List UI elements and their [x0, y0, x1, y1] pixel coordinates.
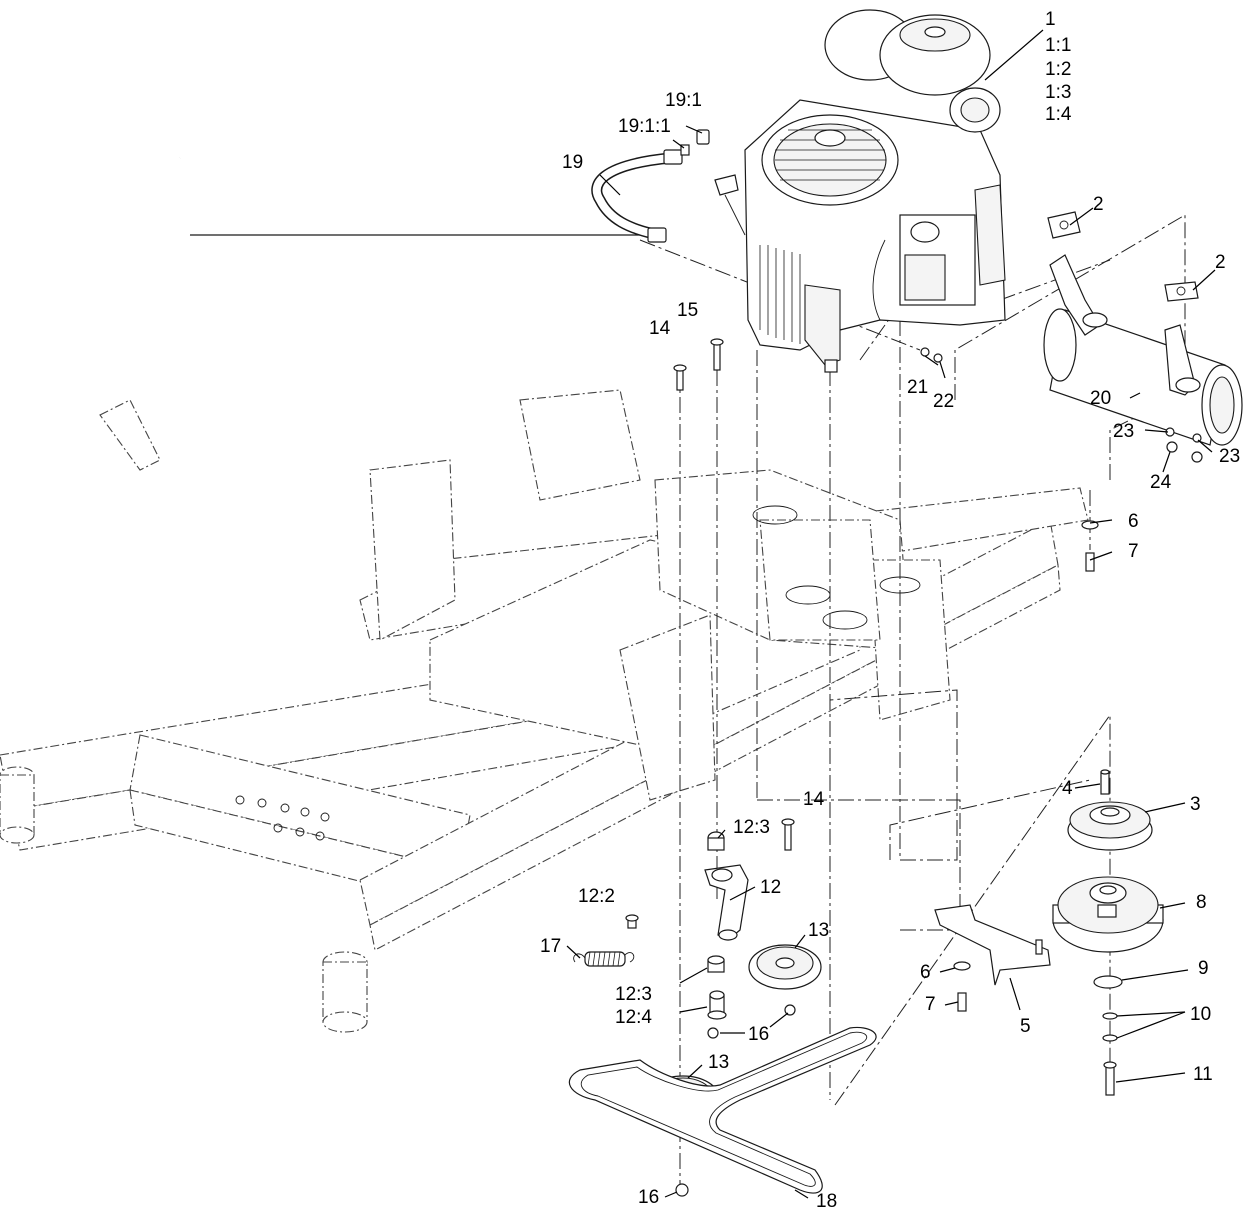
callouts: 1 1:1 1:2 1:3 1:4 2 2 3 4 5 6 6 7 7 8 9 …: [540, 9, 1240, 1212]
callout-8: 8: [1196, 892, 1207, 913]
callout-15: 15: [677, 300, 698, 321]
callout-19-1-1: 19:1:1: [618, 116, 671, 137]
callout-18: 18: [816, 1191, 837, 1212]
callout-9: 9: [1198, 958, 1209, 979]
callout-3: 3: [1190, 794, 1201, 815]
callout-7-top: 7: [1128, 541, 1139, 562]
callout-1-2: 1:2: [1045, 59, 1071, 80]
callout-24: 24: [1150, 472, 1172, 493]
clutch-hardware: [1093, 975, 1123, 1096]
fuel-hose: [124, 154, 650, 239]
callout-19-1: 19:1: [665, 90, 702, 111]
callout-12-3-top: 12:3: [733, 817, 770, 838]
engine: [714, 9, 1006, 373]
callout-12-4: 12:4: [615, 1007, 652, 1028]
callout-16-mid: 16: [748, 1024, 769, 1045]
hardware-washers: [920, 347, 1203, 1012]
exhaust-gasket-left: [1047, 211, 1081, 239]
callout-16-bottom: 16: [638, 1187, 659, 1208]
callout-4: 4: [1062, 778, 1073, 799]
callout-12-3-bottom: 12:3: [615, 984, 652, 1005]
callout-10: 10: [1190, 1004, 1211, 1025]
callout-13-bottom: 13: [708, 1052, 729, 1073]
callout-14-bottom: 14: [803, 789, 825, 810]
callout-1-4: 1:4: [1045, 104, 1072, 125]
callout-12-2: 12:2: [578, 886, 615, 907]
clutch-bracket: [934, 904, 1051, 986]
leader-lines: [566, 29, 1216, 1199]
callout-11: 11: [1193, 1064, 1213, 1085]
caster-tube-right: [322, 951, 368, 1033]
callout-6-top: 6: [1128, 511, 1139, 532]
exhaust-gasket-right: [1164, 281, 1199, 302]
electric-clutch: [1052, 876, 1164, 953]
idler-pulley-upper: [748, 944, 822, 990]
fuel-hose-shape: [591, 129, 710, 243]
bolts-top: [673, 338, 795, 851]
callout-7-bottom: 7: [925, 994, 936, 1015]
callout-22: 22: [933, 391, 954, 412]
chassis-frame: [0, 389, 1089, 1033]
callout-20: 20: [1090, 388, 1111, 409]
drive-belt: [568, 1026, 877, 1194]
callout-2-right: 2: [1215, 252, 1226, 273]
callout-23-left: 23: [1113, 421, 1134, 442]
callout-14-top: 14: [649, 318, 671, 339]
callout-1-3: 1:3: [1045, 82, 1071, 103]
caster-tube-left: [0, 766, 35, 844]
callout-23-right: 23: [1219, 446, 1240, 467]
callout-5: 5: [1020, 1016, 1031, 1037]
callout-6-bottom: 6: [920, 962, 931, 983]
callout-1-1: 1:1: [1045, 35, 1071, 56]
callout-21: 21: [907, 377, 928, 398]
callout-12: 12: [760, 877, 781, 898]
muffler: [1043, 254, 1243, 446]
callout-17: 17: [540, 936, 561, 957]
callout-1: 1: [1045, 9, 1056, 30]
pulley-nuts: [675, 1004, 796, 1197]
callout-2-left: 2: [1093, 194, 1104, 215]
engine-pulley: [1067, 769, 1153, 851]
callout-19: 19: [562, 152, 583, 173]
extension-spring: [573, 951, 635, 967]
callout-13-top: 13: [808, 920, 829, 941]
